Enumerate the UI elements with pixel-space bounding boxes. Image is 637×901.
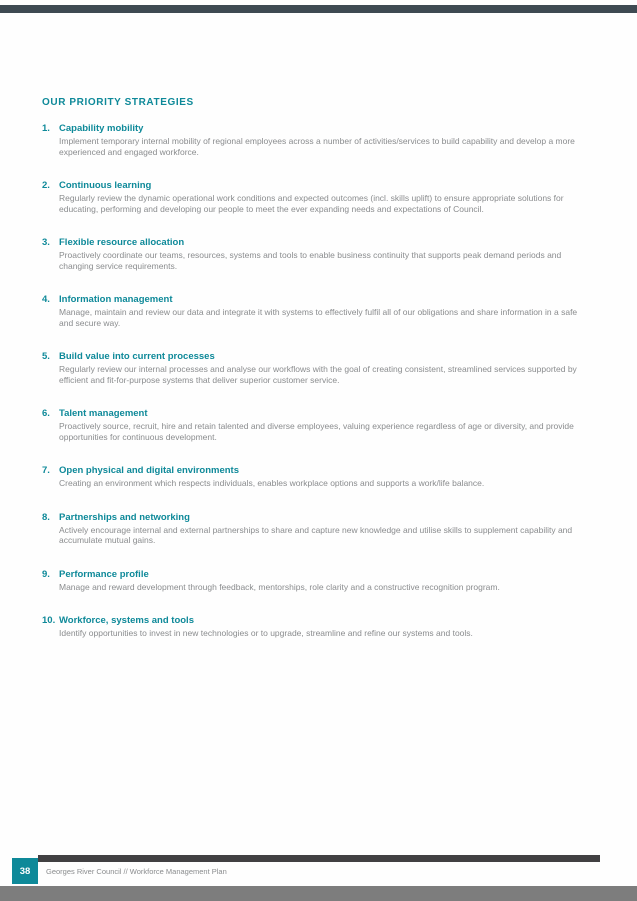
list-item: 7. Open physical and digital environment… xyxy=(42,465,584,489)
item-number: 8. xyxy=(42,511,50,523)
page-content: OUR PRIORITY STRATEGIES 1. Capability mo… xyxy=(42,97,584,662)
item-main: Build value into current processes Regul… xyxy=(59,351,584,385)
item-heading: Performance profile xyxy=(59,568,149,580)
footer-rule xyxy=(38,855,600,862)
list-item: 8. Partnerships and networking Actively … xyxy=(42,512,584,546)
item-text: Actively encourage internal and external… xyxy=(59,524,573,546)
item-heading: Flexible resource allocation xyxy=(59,237,185,248)
item-text: Manage and reward development through fe… xyxy=(59,581,500,592)
item-number: 4. xyxy=(42,294,50,305)
item-text: Manage, maintain and review our data and… xyxy=(59,307,578,328)
strategy-list: 1. Capability mobility Implement tempora… xyxy=(42,123,584,639)
top-accent-bar xyxy=(0,5,637,13)
item-main: Partnerships and networking Actively enc… xyxy=(59,512,584,546)
item-heading: Information management xyxy=(59,294,173,305)
list-item: 9. Performance profile Manage and reward… xyxy=(42,569,584,593)
item-heading: Workforce, systems and tools xyxy=(59,615,194,626)
page-number-badge: 38 xyxy=(12,858,38,884)
item-heading: Build value into current processes xyxy=(59,351,215,362)
item-text: Creating an environment which respects i… xyxy=(59,478,485,488)
item-heading: Open physical and digital environments xyxy=(59,465,240,476)
item-main: Capability mobility Implement temporary … xyxy=(59,123,584,157)
item-text: Proactively source, recruit, hire and re… xyxy=(59,421,574,442)
item-main: Open physical and digital environments C… xyxy=(59,465,584,489)
item-heading: Partnerships and networking xyxy=(59,511,190,523)
item-main: Flexible resource allocation Proactively… xyxy=(59,237,584,271)
list-item: 10. Workforce, systems and tools Identif… xyxy=(42,615,584,639)
item-main: Information management Manage, maintain … xyxy=(59,294,584,328)
list-item: 4. Information management Manage, mainta… xyxy=(42,294,584,328)
item-main: Talent management Proactively source, re… xyxy=(59,408,584,442)
item-main: Continuous learning Regularly review the… xyxy=(59,180,584,214)
item-heading: Capability mobility xyxy=(59,123,144,134)
item-number: 10. xyxy=(42,615,56,626)
page-title: OUR PRIORITY STRATEGIES xyxy=(42,97,194,108)
item-number: 6. xyxy=(42,408,50,419)
item-heading: Talent management xyxy=(59,408,148,419)
item-text: Regularly review the dynamic operational… xyxy=(59,193,564,214)
item-text: Implement temporary internal mobility of… xyxy=(59,136,575,157)
list-item: 3. Flexible resource allocation Proactiv… xyxy=(42,237,584,271)
item-number: 1. xyxy=(42,123,50,134)
list-item: 5. Build value into current processes Re… xyxy=(42,351,584,385)
item-heading: Continuous learning xyxy=(59,180,152,191)
item-number: 3. xyxy=(42,237,50,248)
item-text: Identify opportunities to invest in new … xyxy=(59,628,473,638)
list-item: 1. Capability mobility Implement tempora… xyxy=(42,123,584,157)
page-number: 38 xyxy=(19,865,31,877)
item-main: Performance profile Manage and reward de… xyxy=(59,569,584,593)
footer-text: Georges River Council // Workforce Manag… xyxy=(46,867,227,876)
item-number: 9. xyxy=(42,568,50,580)
item-text: Proactively coordinate our teams, resour… xyxy=(59,250,562,271)
item-number: 2. xyxy=(42,180,50,191)
list-item: 6. Talent management Proactively source,… xyxy=(42,408,584,442)
item-text: Regularly review our internal processes … xyxy=(59,364,577,385)
list-item: 2. Continuous learning Regularly review … xyxy=(42,180,584,214)
item-number: 7. xyxy=(42,465,50,476)
item-main: Workforce, systems and tools Identify op… xyxy=(59,615,584,639)
item-number: 5. xyxy=(42,351,50,362)
